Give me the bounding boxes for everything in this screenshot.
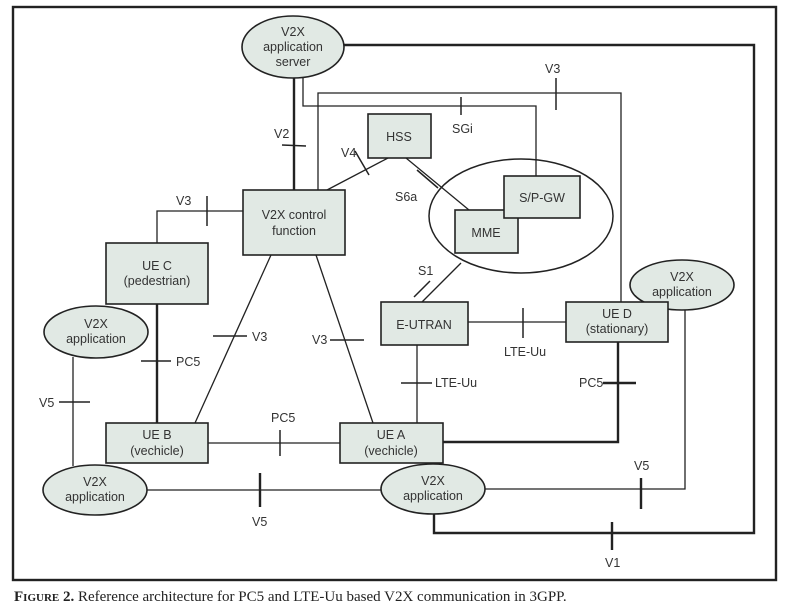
app-d-line-2: application: [652, 285, 712, 299]
ue-d-line-2: (stationary): [586, 322, 649, 336]
figure-caption-text: Reference architecture for PC5 and LTE-U…: [74, 589, 567, 605]
app-server-line-3: server: [276, 55, 311, 69]
label-pc5-ueb-uea: PC5: [271, 411, 295, 425]
label-v1: V1: [605, 556, 620, 570]
node-app-server: V2X application server: [241, 15, 345, 79]
label-s1: S1: [418, 264, 433, 278]
architecture-diagram: V2 V4 V3 SGi S6a V3 S1 V3 V3 LTE-Uu LTE-…: [11, 5, 778, 582]
node-control-function: V2X control function: [242, 189, 346, 256]
v3-uea-link: [315, 254, 374, 424]
node-app-d: V2X application: [629, 259, 735, 311]
app-c-line-2: application: [66, 332, 126, 346]
mme-label: MME: [471, 226, 500, 240]
interface-ticks: [59, 78, 643, 550]
node-ue-a: UE A (vechicle): [339, 422, 444, 464]
node-ue-d: UE D (stationary): [565, 301, 669, 343]
app-c-line-1: V2X: [84, 317, 108, 331]
node-app-a: V2X application: [380, 463, 486, 515]
figure-caption: Figure 2. Reference architecture for PC5…: [14, 589, 567, 606]
ue-b-line-2: (vechicle): [130, 444, 184, 458]
s1-link: [421, 262, 462, 303]
figure-label: Figure 2.: [14, 589, 75, 605]
node-sp-gw: S/P-GW: [503, 175, 581, 219]
ue-b-line-1: UE B: [142, 428, 171, 442]
connections: [72, 43, 756, 535]
v3-top-link: [317, 92, 622, 302]
control-function-line-2: function: [272, 224, 316, 238]
label-sgi: SGi: [452, 122, 473, 136]
label-v3-left-diag: V3: [252, 330, 267, 344]
v3-ueb-link: [194, 254, 272, 424]
label-lte-uu-uea: LTE-Uu: [435, 376, 477, 390]
ue-c-line-1: UE C: [142, 259, 172, 273]
ue-d-line-1: UE D: [602, 307, 632, 321]
app-server-line-2: application: [263, 40, 323, 54]
sgi-link: [302, 77, 537, 176]
figure-frame: [11, 5, 778, 582]
node-ue-b: UE B (vechicle): [105, 422, 209, 464]
label-v5-left: V5: [39, 396, 54, 410]
core-network-group: [428, 158, 614, 274]
label-s6a: S6a: [395, 190, 417, 204]
v3-uec-link: [156, 210, 243, 243]
v4-link: [326, 157, 389, 191]
sp-gw-label: S/P-GW: [519, 191, 565, 205]
s6a-link: [405, 157, 470, 211]
pc5-ued-uea-link: [443, 342, 620, 444]
eutran-label: E-UTRAN: [396, 318, 452, 332]
v5-right-link: [485, 310, 686, 490]
app-server-line-1: V2X: [281, 25, 305, 39]
v1-link: [344, 43, 756, 535]
app-d-line-1: V2X: [670, 270, 694, 284]
ue-a-line-1: UE A: [377, 428, 406, 442]
label-v3-top: V3: [545, 62, 560, 76]
ue-c-line-2: (pedestrian): [124, 274, 191, 288]
label-v3-right-diag: V3: [312, 333, 327, 347]
label-lte-uu-ued: LTE-Uu: [504, 345, 546, 359]
node-ue-c: UE C (pedestrian): [105, 242, 209, 305]
node-app-b: V2X application: [42, 464, 148, 516]
label-v4: V4: [341, 146, 356, 160]
label-pc5-uec-ueb: PC5: [176, 355, 200, 369]
label-v5-right: V5: [634, 459, 649, 473]
app-b-line-2: application: [65, 490, 125, 504]
app-a-line-1: V2X: [421, 474, 445, 488]
label-pc5-ued-uea: PC5: [579, 376, 603, 390]
node-eutran: E-UTRAN: [380, 301, 469, 346]
label-v5-bottom: V5: [252, 515, 267, 529]
ue-a-line-2: (vechicle): [364, 444, 418, 458]
node-hss: HSS: [367, 113, 432, 159]
label-v2: V2: [274, 127, 289, 141]
app-b-line-1: V2X: [83, 475, 107, 489]
app-a-line-2: application: [403, 489, 463, 503]
node-app-c: V2X application: [43, 305, 149, 359]
control-function-line-1: V2X control: [262, 208, 327, 222]
interface-labels: V2 V4 V3 SGi S6a V3 S1 V3 V3 LTE-Uu LTE-…: [39, 62, 649, 570]
hss-label: HSS: [386, 130, 412, 144]
label-v3-uec: V3: [176, 194, 191, 208]
